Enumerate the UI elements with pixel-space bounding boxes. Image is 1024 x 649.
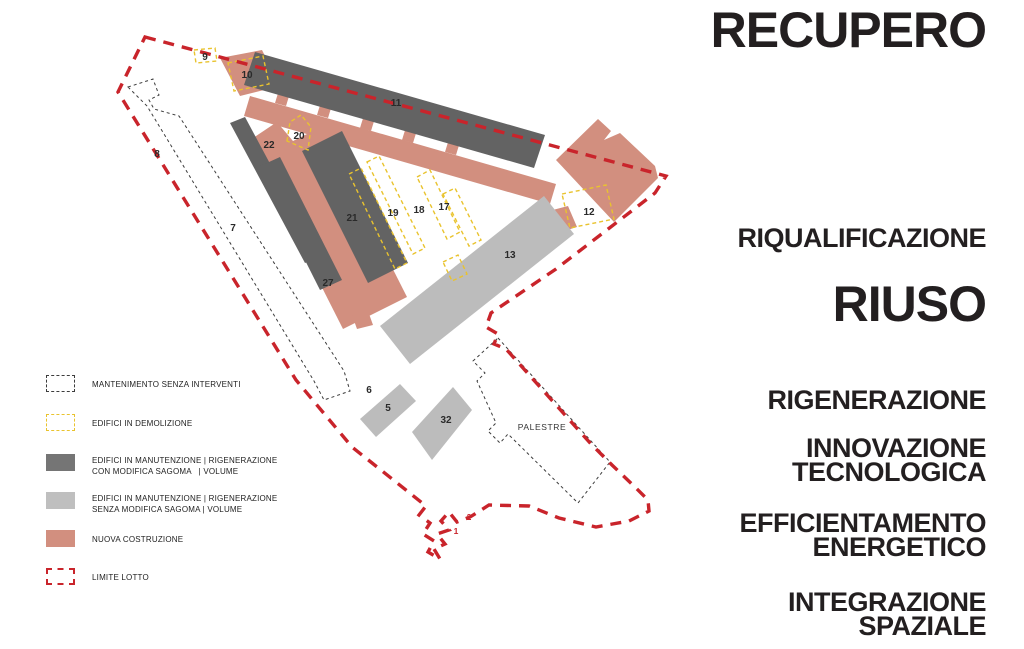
lot-boundary-swatch bbox=[46, 568, 75, 585]
demolition-box-20 bbox=[286, 114, 312, 152]
label-32: 32 bbox=[440, 415, 452, 426]
headline-line: EFFICIENTAMENTO bbox=[739, 508, 987, 538]
headline-recupero: RECUPERO bbox=[710, 2, 987, 58]
light-gray-swatch bbox=[46, 492, 75, 509]
label-7: 7 bbox=[230, 223, 236, 234]
thin-bar-mid bbox=[258, 157, 342, 290]
label-6: 6 bbox=[366, 385, 372, 396]
site-plan: 8 7 9 10 11 20 22 21 19 18 17 27 12 13 6… bbox=[116, 34, 669, 561]
building-number-labels: 8 7 9 10 11 20 22 21 19 18 17 27 12 13 6… bbox=[154, 52, 595, 536]
demolition-box-19b bbox=[366, 155, 426, 255]
comb-strip bbox=[244, 96, 556, 204]
demolition-swatch bbox=[46, 414, 75, 431]
demolition-box-10 bbox=[227, 55, 270, 92]
light-gray-buildings bbox=[360, 196, 574, 460]
headline-line: SPAZIALE bbox=[858, 611, 986, 641]
headline-line: INTEGRAZIONE bbox=[787, 587, 987, 617]
headline-line: TECNOLOGICA bbox=[792, 457, 987, 487]
headline-panel: RECUPERO RIQUALIFICAZIONE RIUSO RIGENERA… bbox=[700, 0, 987, 649]
label-20: 20 bbox=[293, 131, 305, 142]
demolition-box-18 bbox=[416, 169, 461, 240]
building-13 bbox=[380, 196, 574, 364]
label-8: 8 bbox=[154, 149, 160, 160]
legend-label: LIMITE LOTTO bbox=[92, 573, 149, 582]
central-band-tab bbox=[352, 311, 373, 329]
new-construction-swatch bbox=[46, 530, 75, 547]
headline-rigenerazione: RIGENERAZIONE bbox=[767, 385, 986, 415]
headline-line: INNOVAZIONE bbox=[805, 433, 987, 463]
maintained-swatch bbox=[46, 375, 75, 392]
building-5 bbox=[360, 384, 416, 437]
label-5: 5 bbox=[385, 403, 391, 414]
headline-line: ENERGETICO bbox=[812, 532, 986, 562]
legend-label-line2: SENZA MODIFICA SAGOMA | VOLUME bbox=[92, 505, 243, 514]
legend: MANTENIMENTO SENZA INTERVENTI EDIFICI IN… bbox=[40, 0, 340, 649]
legend-label: NUOVA COSTRUZIONE bbox=[92, 535, 184, 544]
dark-gray-swatch bbox=[46, 454, 75, 471]
label-22: 22 bbox=[263, 140, 275, 151]
headline-efficientamento: EFFICIENTAMENTO ENERGETICO bbox=[739, 508, 987, 562]
building-11 bbox=[244, 52, 545, 168]
label-9: 9 bbox=[202, 52, 208, 63]
palestre-label: PALESTRE bbox=[518, 422, 567, 432]
legend-label: MANTENIMENTO SENZA INTERVENTI bbox=[92, 380, 241, 389]
label-18: 18 bbox=[413, 205, 425, 216]
building-7-8-outline bbox=[127, 78, 351, 401]
palestre-outline bbox=[472, 337, 611, 504]
label-11: 11 bbox=[391, 98, 402, 109]
label-21: 21 bbox=[346, 213, 358, 224]
label-19: 19 bbox=[387, 208, 399, 219]
marker-2: 2 bbox=[467, 512, 472, 522]
demolition-box-19a bbox=[348, 167, 408, 270]
headline-innovazione: INNOVAZIONE TECNOLOGICA bbox=[792, 433, 987, 487]
label-10: 10 bbox=[241, 70, 253, 81]
building-21 bbox=[302, 131, 408, 283]
demolition-box-small bbox=[442, 254, 468, 282]
building-32 bbox=[412, 387, 472, 460]
demolition-box-9 bbox=[193, 47, 218, 64]
label-17: 17 bbox=[438, 202, 450, 213]
demolition-outlines bbox=[193, 47, 615, 282]
marker-1: 1 bbox=[454, 526, 459, 536]
demolition-box-17 bbox=[442, 187, 482, 247]
legend-label: EDIFICI IN MANUTENZIONE | RIGENERAZIONE bbox=[92, 456, 278, 465]
lot-boundary-line bbox=[116, 34, 669, 561]
headline-riqualificazione: RIQUALIFICAZIONE bbox=[737, 223, 987, 253]
label-27: 27 bbox=[322, 278, 334, 289]
headline-integrazione: INTEGRAZIONE SPAZIALE bbox=[787, 587, 987, 641]
label-12: 12 bbox=[583, 207, 595, 218]
demolition-box-12 bbox=[561, 184, 615, 229]
building-12-block bbox=[556, 119, 658, 222]
legend-label: EDIFICI IN DEMOLIZIONE bbox=[92, 419, 193, 428]
dark-gray-buildings bbox=[230, 52, 545, 290]
label-13: 13 bbox=[504, 250, 516, 261]
maintained-outlines bbox=[127, 78, 611, 504]
legend-label-line2: CON MODIFICA SAGOMA | VOLUME bbox=[92, 467, 239, 476]
legend-label: EDIFICI IN MANUTENZIONE | RIGENERAZIONE bbox=[92, 494, 278, 503]
headline-riuso: RIUSO bbox=[832, 276, 987, 332]
